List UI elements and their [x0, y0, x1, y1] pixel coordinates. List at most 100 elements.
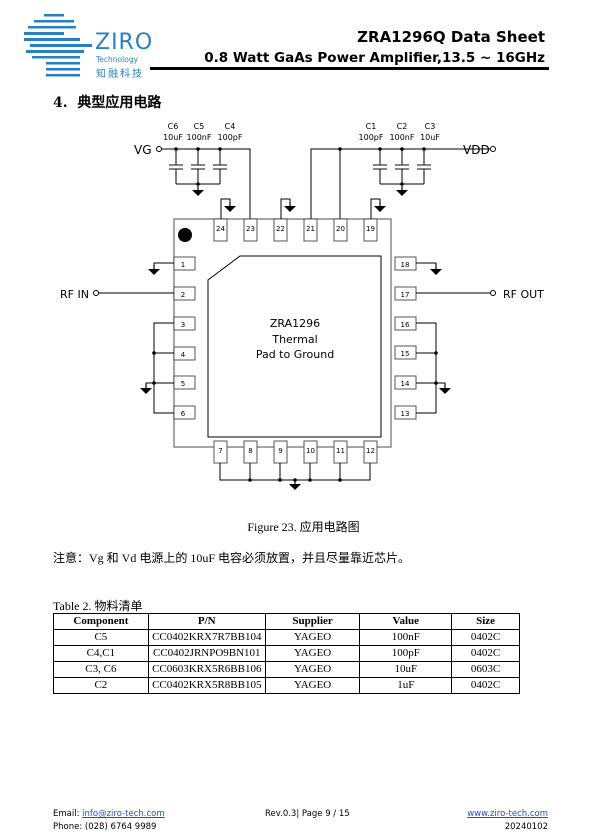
- rf-out-port-terminal: [490, 290, 496, 296]
- pin-13: 13: [394, 405, 417, 420]
- svg-text:13: 13: [401, 410, 410, 418]
- cell-size: 0402C: [451, 677, 520, 694]
- svg-text:100pF: 100pF: [359, 133, 384, 142]
- company-logo: ZIRO Technology 知融科技: [22, 12, 157, 80]
- ground-icon: [429, 264, 443, 276]
- cell-size: 0603C: [451, 661, 520, 678]
- chip-label-line-3: Pad to Ground: [256, 348, 334, 361]
- pin-1: 1: [173, 256, 196, 271]
- svg-text:4: 4: [181, 351, 186, 359]
- vdd-port-terminal: [490, 146, 496, 152]
- vdd-cap-c3: C3 10uF: [416, 122, 440, 184]
- vdd-cap-c2: C2 100nF: [390, 122, 415, 184]
- pin-24: 24: [213, 218, 228, 242]
- svg-text:100nF: 100nF: [187, 133, 212, 142]
- table-row: C3, C6 CC0603KRX5R6BB106 YAGEO 10uF 0603…: [53, 661, 520, 678]
- right-pins: 18 17 16 15 14 13: [394, 256, 417, 420]
- table-header-row: Component P/N Supplier Value Size: [53, 613, 520, 630]
- svg-text:100nF: 100nF: [390, 133, 415, 142]
- ground-icon: [373, 201, 387, 213]
- cell-component: C2: [53, 677, 149, 694]
- bom-table: Component P/N Supplier Value Size C5 CC0…: [53, 613, 520, 694]
- pin-8: 8: [243, 440, 258, 464]
- pin-6: 6: [173, 405, 196, 420]
- section-title: 典型应用电路: [77, 95, 162, 111]
- cell-component: C3, C6: [53, 661, 149, 678]
- svg-text:14: 14: [401, 380, 410, 388]
- pin-7: 7: [213, 440, 228, 464]
- pin-10: 10: [303, 440, 318, 464]
- ground-icon: [288, 479, 302, 491]
- pin-5: 5: [173, 375, 196, 390]
- svg-text:3: 3: [181, 321, 185, 329]
- website-link[interactable]: www.ziro-tech.com: [467, 809, 548, 819]
- cell-size: 0402C: [451, 645, 520, 662]
- svg-text:24: 24: [216, 225, 225, 233]
- rf-in-port-terminal: [93, 290, 99, 296]
- ground-icon: [283, 201, 297, 213]
- pin-3: 3: [173, 316, 196, 331]
- svg-text:11: 11: [336, 447, 345, 455]
- footer-website: www.ziro-tech.com: [467, 809, 548, 819]
- pin-2: 2: [173, 286, 196, 301]
- svg-text:8: 8: [248, 447, 252, 455]
- table-title: Table 2. 物料清单: [53, 599, 143, 613]
- svg-text:7: 7: [218, 447, 222, 455]
- svg-text:22: 22: [276, 225, 285, 233]
- vg-port-label: VG: [134, 143, 152, 157]
- section-heading: 4. 典型应用电路: [53, 92, 161, 112]
- phone-number: (028) 6764 9989: [84, 822, 157, 832]
- svg-text:19: 19: [366, 225, 375, 233]
- email-label: Email:: [53, 809, 80, 819]
- ground-icon: [395, 185, 409, 197]
- email-link[interactable]: info@ziro-tech.com: [82, 809, 165, 819]
- application-circuit-schematic: ZRA1296 Thermal Pad to Ground VG C6 10uF…: [60, 122, 544, 491]
- svg-text:2: 2: [181, 291, 185, 299]
- svg-text:1: 1: [181, 261, 185, 269]
- footer-email-line: Email: info@ziro-tech.com: [53, 809, 165, 819]
- rf-out-port-label: RF OUT: [503, 288, 544, 301]
- figure-caption: Figure 23. 应用电路图: [247, 520, 360, 534]
- cell-component: C5: [53, 629, 149, 646]
- ground-icon: [438, 383, 452, 395]
- cell-size: 0402C: [451, 629, 520, 646]
- header-pn: P/N: [147, 613, 266, 630]
- logo-sub: Technology: [96, 55, 139, 64]
- svg-text:C6: C6: [168, 122, 179, 131]
- cell-supplier: YAGEO: [264, 645, 361, 662]
- vg-cap-c4: C4 100pF: [212, 122, 243, 184]
- svg-text:18: 18: [401, 261, 410, 269]
- pin-17: 17: [394, 286, 417, 301]
- pin1-marker-dot: [178, 228, 192, 242]
- cell-value: 1uF: [359, 677, 453, 694]
- vdd-cap-c1: C1 100pF: [359, 122, 388, 184]
- cell-value: 100nF: [359, 629, 453, 646]
- svg-text:12: 12: [366, 447, 375, 455]
- cell-supplier: YAGEO: [264, 661, 361, 678]
- svg-text:6: 6: [181, 410, 186, 418]
- pin-20: 20: [333, 218, 348, 242]
- chip-label-line-1: ZRA1296: [270, 317, 320, 330]
- svg-text:5: 5: [181, 380, 185, 388]
- footer-date: 20240102: [504, 822, 548, 832]
- bottom-pins: 7 8 9 10 11 12: [213, 440, 378, 464]
- section-number: 4.: [53, 95, 68, 111]
- rf-in-port-label: RF IN: [60, 288, 89, 301]
- pin-4: 4: [173, 346, 196, 361]
- svg-text:10uF: 10uF: [420, 133, 440, 142]
- thermal-pad: [207, 255, 382, 438]
- svg-text:C3: C3: [425, 122, 436, 131]
- svg-text:23: 23: [246, 225, 255, 233]
- pin-22: 22: [273, 218, 288, 242]
- pin-14: 14: [394, 375, 417, 390]
- ground-icon: [191, 185, 205, 197]
- table-row: C2 CC0402KRX5R8BB105 YAGEO 1uF 0402C: [53, 677, 520, 694]
- header-supplier: Supplier: [264, 613, 361, 630]
- pin-11: 11: [333, 440, 348, 464]
- footer-phone-line: Phone: (028) 6764 9989: [53, 822, 156, 832]
- cell-value: 100pF: [359, 645, 453, 662]
- logo-stripes-icon: [24, 14, 92, 77]
- logo-name: ZIRO: [95, 30, 154, 55]
- chip-label-line-2: Thermal: [271, 333, 317, 346]
- document-title: ZRA1296Q Data Sheet: [357, 28, 545, 46]
